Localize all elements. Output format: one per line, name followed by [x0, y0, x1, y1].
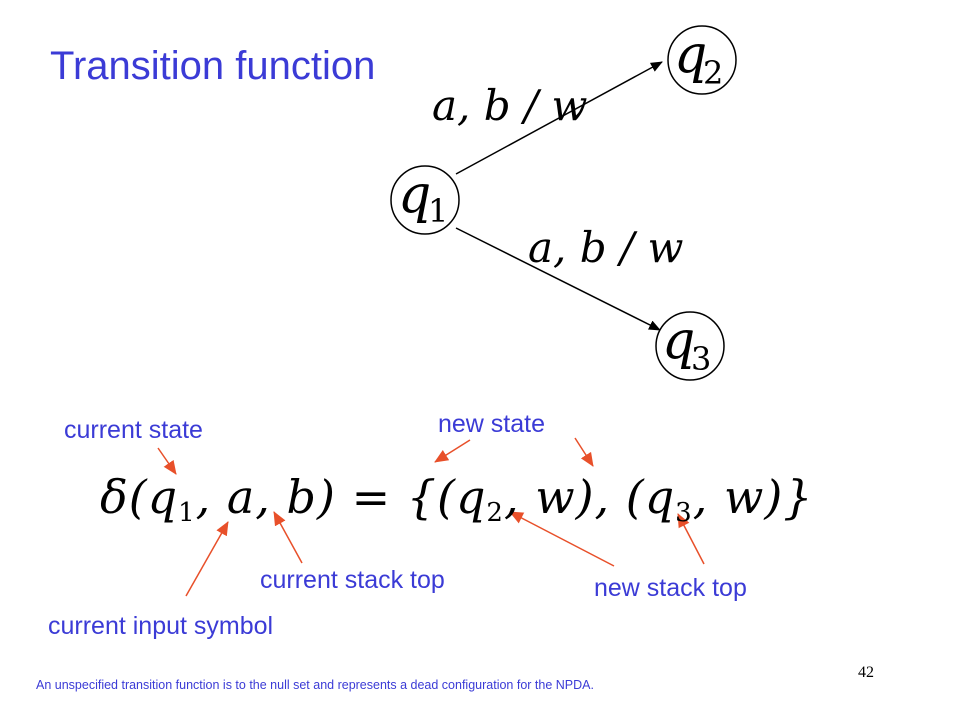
arrow-current-input-symbol [185, 521, 229, 597]
footnote: An unspecified transition function is to… [36, 678, 594, 692]
node-q2-subscript: 2 [703, 54, 723, 92]
slide-title: Transition function [50, 44, 376, 88]
formula-q2: q [455, 470, 487, 524]
label-new-stack-top: new stack top [594, 574, 747, 602]
arrow-new-state-left [434, 439, 471, 463]
arrow-new-stack-top-left [509, 511, 615, 567]
node-q1-subscript: 1 [428, 192, 448, 230]
node-q3: q 3 [655, 311, 725, 381]
formula-q3-sub: 3 [675, 498, 693, 528]
label-current-state: current state [64, 416, 203, 444]
edge-label-upper: a, b / w [432, 81, 587, 130]
node-q1: q 1 [390, 165, 460, 235]
node-q3-letter: q [662, 311, 695, 371]
arrow-new-stack-top-right [677, 513, 705, 565]
node-q2-letter: q [674, 25, 707, 85]
arrow-new-state-right [574, 437, 594, 467]
page-number: 42 [858, 664, 874, 681]
label-new-state: new state [438, 410, 546, 438]
edge-q1-q2 [455, 61, 663, 175]
arrow-current-state [157, 447, 177, 475]
formula-end: , w)} [692, 470, 814, 524]
formula-q1: q [147, 470, 179, 524]
label-current-input-symbol: current input symbol [48, 612, 274, 640]
transition-formula: δ(q1, a, b) = {(q2, w), (q3, w)} [100, 470, 814, 528]
node-q1-letter: q [398, 165, 431, 225]
arrow-current-stack-top [273, 511, 303, 564]
formula-q2-sub: 2 [486, 498, 504, 528]
formula-delta: δ( [100, 470, 148, 524]
edge-q1-q3 [455, 227, 661, 331]
formula-q3: q [644, 470, 676, 524]
formula-mid: , w), ( [503, 470, 645, 524]
label-current-stack-top: current stack top [260, 566, 445, 594]
node-q3-subscript: 3 [691, 340, 711, 378]
formula-args: , a, b) = {( [195, 470, 456, 524]
formula-q1-sub: 1 [178, 498, 196, 528]
edge-label-lower: a, b / w [528, 223, 683, 272]
node-q2: q 2 [667, 25, 737, 95]
